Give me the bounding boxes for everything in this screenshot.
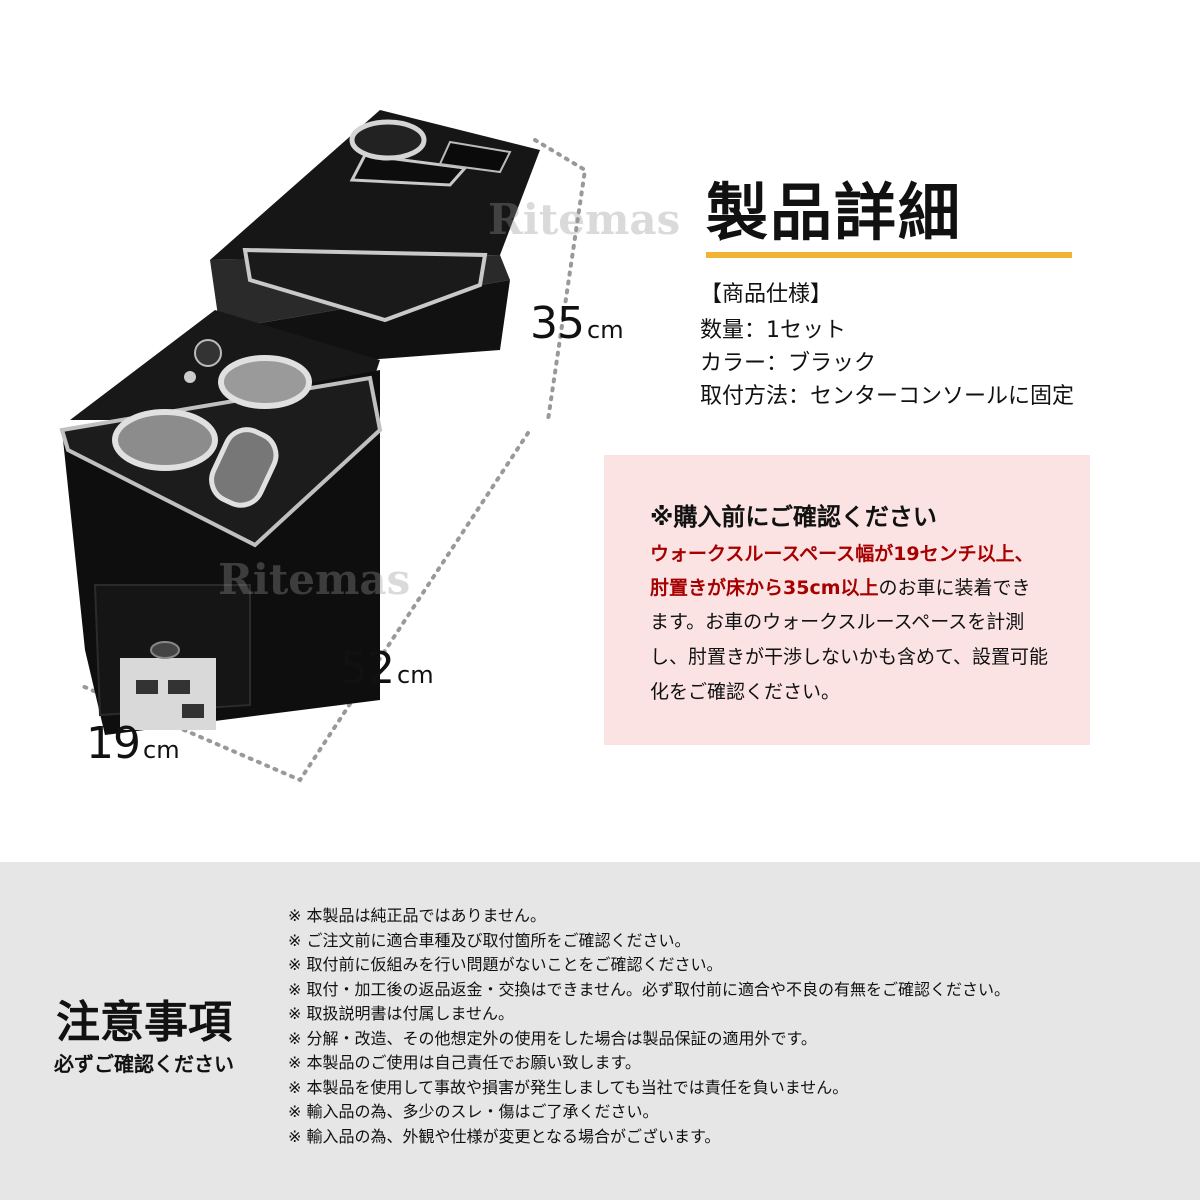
caution-item: ※ 本製品のご使用は自己責任でお願い致します。 xyxy=(288,1053,641,1072)
caution-item: ※ ご注文前に適合車種及び取付箇所をご確認ください。 xyxy=(288,930,691,950)
spec-quantity: 数量：1セット xyxy=(700,318,846,343)
notice-title: ※購入前にご確認ください xyxy=(650,503,937,531)
caution-item: ※ 取付・加工後の返品返金・交換はできません。必ず取付前に適合や不良の有無をご確… xyxy=(288,979,1011,999)
caution-item: ※ 輸入品の為、多少のスレ・傷はご了承ください。 xyxy=(288,1102,659,1121)
spec-header: 【商品仕様】 xyxy=(700,282,833,307)
caution-item: ※ 分解・改造、その他想定外の使用をした場合は製品保証の適用外です。 xyxy=(288,1028,817,1048)
notice-box xyxy=(604,455,1090,745)
notice-line: ウォークスルースペース幅が19センチ以上、 xyxy=(650,543,1034,565)
title-underline xyxy=(706,252,1072,258)
spec-color: カラー：ブラック xyxy=(700,351,877,376)
caution-item: ※ 本製品は純正品ではありません。 xyxy=(288,906,547,925)
notice-line: し、肘置きが干渉しないかも含めて、設置可能 xyxy=(650,646,1049,668)
caution-subtitle: 必ずご確認ください xyxy=(54,1052,234,1076)
spec-mounting: 取付方法：センターコンソールに固定 xyxy=(700,384,1075,409)
notice-line: 肘置きが床から35cm以上のお車に装着でき xyxy=(650,577,1031,599)
product-image xyxy=(59,110,588,783)
caution-section xyxy=(0,862,1200,1200)
caution-item: ※ 輸入品の為、外観や仕様が変更となる場合がございます。 xyxy=(288,1126,721,1146)
watermark: Ritemas xyxy=(488,195,681,244)
details-title: 製品詳細 xyxy=(706,176,963,249)
caution-title: 注意事項 xyxy=(56,997,232,1048)
watermark: Ritemas xyxy=(218,555,411,604)
caution-list: ※ 本製品は純正品ではありません。 ※ ご注文前に適合車種及び取付箇所をご確認く… xyxy=(288,904,1010,1149)
console-body xyxy=(59,310,383,735)
notice-line: 化をご確認ください。 xyxy=(650,681,841,703)
notice-line: ます。お車のウォークスルースペースを計測 xyxy=(650,611,1025,633)
caution-item: ※ 取扱説明書は付属しません。 xyxy=(288,1004,515,1023)
caution-item: ※ 取付前に仮組みを行い問題がないことをご確認ください。 xyxy=(288,955,723,974)
caution-item: ※ 本製品を使用して事故や損害が発生しましても当社では責任を負いません。 xyxy=(288,1077,849,1097)
